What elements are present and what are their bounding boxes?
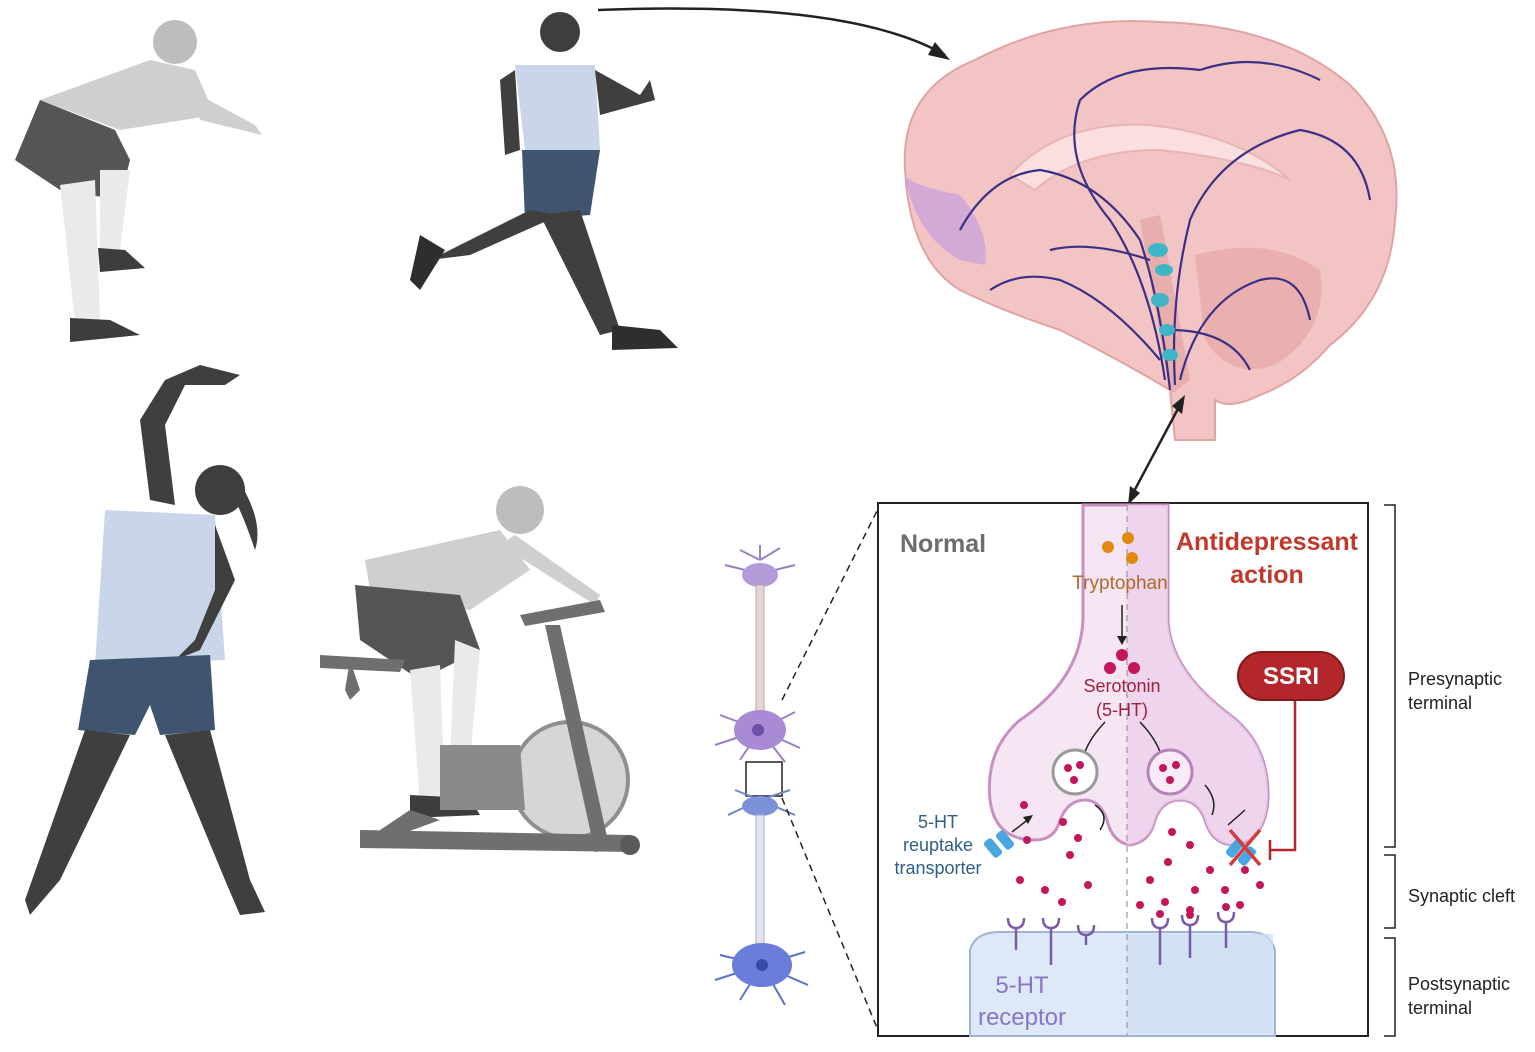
vesicle-left [1051, 748, 1099, 796]
transporter-label-line3: transporter [894, 858, 981, 878]
cleft-serotonin-dots [1016, 801, 1264, 919]
tryptophan-dots [1102, 532, 1138, 564]
corpus-callosum [1008, 123, 1291, 192]
postsynaptic-region-label: Postsynaptic terminal [1408, 972, 1510, 1020]
exercise-to-brain-arrow [597, 7, 946, 57]
brain-icon [903, 20, 1398, 441]
ssri-badge [1237, 651, 1345, 701]
vesicle-right [1146, 748, 1194, 796]
ssri-label: SSRI [1263, 663, 1319, 690]
brain-to-synapse-arrow [1130, 404, 1182, 496]
squat-figure-icon [15, 20, 262, 342]
synapse-panel: Normal Antidepressant action Tryptophan … [877, 502, 1369, 1037]
exercise-arrowhead-icon [928, 42, 950, 60]
reuptake-transporter-icon [983, 830, 1015, 858]
region-brackets [1384, 504, 1396, 1037]
cerebellum [1195, 247, 1322, 370]
postsynaptic-line2: terminal [1408, 998, 1473, 1018]
presynaptic-line1: Presynaptic [1408, 669, 1503, 689]
bound-serotonin-dots [1156, 903, 1230, 918]
transporter-label-line1: 5-HT [918, 812, 958, 832]
tryptophan-label: Tryptophan [1072, 573, 1167, 594]
presynaptic-line2: terminal [1408, 693, 1473, 713]
zoom-box [745, 761, 783, 797]
normal-heading: Normal [900, 530, 986, 558]
running-figure-icon [410, 12, 678, 350]
arrowhead-up-icon [1172, 395, 1185, 414]
serotonin-label-line2: (5-HT) [1096, 700, 1148, 720]
transporter-label-line2: reuptake [903, 835, 973, 855]
raphe-nuclei [1148, 243, 1178, 361]
synthesis-arrow-icon [1117, 636, 1127, 645]
serotonin-dots [1104, 649, 1140, 674]
antidepressant-heading-line2: action [1230, 561, 1304, 589]
stretching-figure-icon [25, 365, 265, 915]
synaptic-cleft-label: Synaptic cleft [1408, 884, 1515, 908]
receptor-icons [1006, 911, 1236, 965]
serotonin-label-line1: Serotonin [1083, 676, 1160, 696]
antidepressant-heading-line1: Antidepressant [1176, 528, 1359, 556]
blocked-transporter-icon [1225, 828, 1262, 867]
receptor-label-line1: 5-HT [995, 972, 1049, 999]
zoom-line-top [781, 504, 881, 701]
cleft-line: Synaptic cleft [1408, 886, 1516, 906]
presynaptic-region-label: Presynaptic terminal [1408, 667, 1502, 715]
postsynaptic-line1: Postsynaptic [1408, 974, 1511, 994]
prefrontal-region [905, 175, 986, 265]
neuron-chain-icon [714, 545, 809, 1006]
zoom-line-bottom [781, 797, 881, 1036]
arrowhead-down-icon [1128, 486, 1140, 505]
cycling-figure-icon [320, 486, 640, 855]
ssri-inhibition-line [1270, 698, 1297, 852]
receptor-label-line2: receptor [978, 1004, 1066, 1031]
serotonergic-pathways [959, 60, 1372, 391]
